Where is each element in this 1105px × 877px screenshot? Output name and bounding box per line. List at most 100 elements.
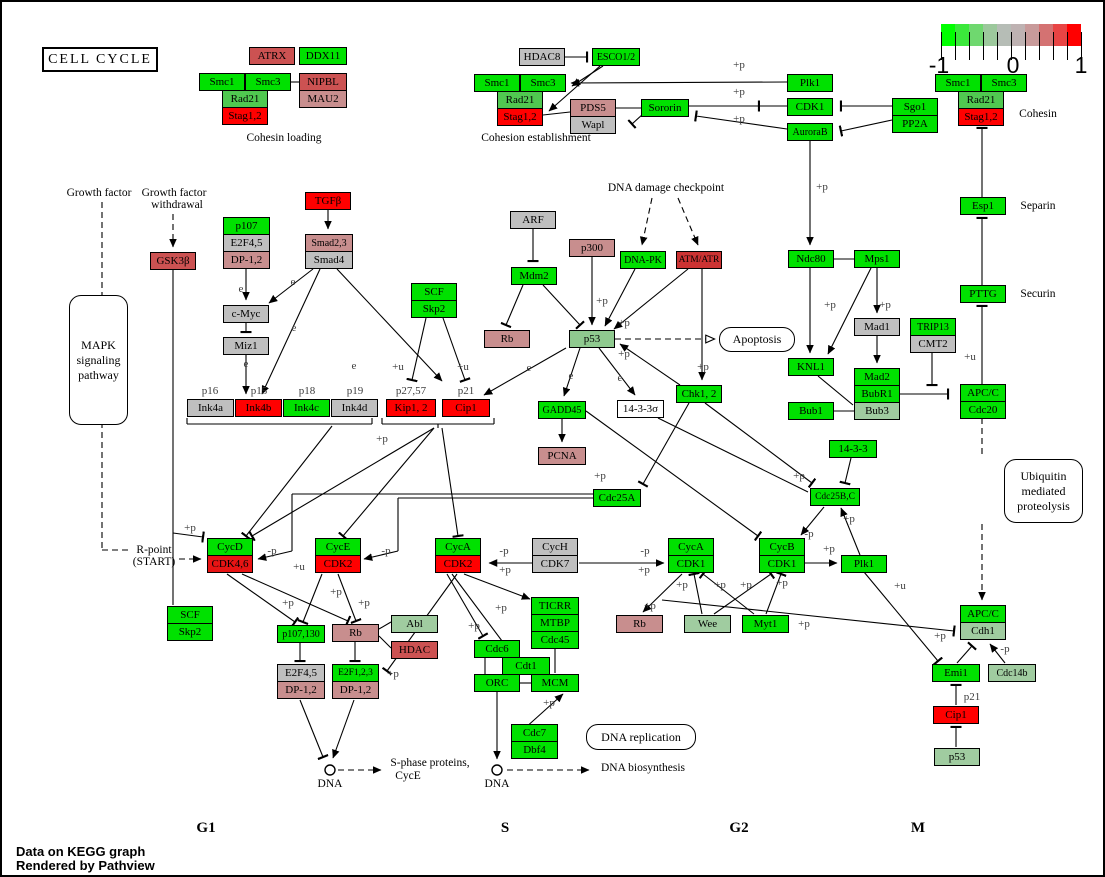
node-mcm[interactable]: MCM (531, 674, 579, 692)
node-sgo1[interactable]: Sgo1 (892, 98, 938, 116)
node-cip1[interactable]: Cip1 (933, 706, 979, 724)
node-rb[interactable]: Rb (484, 330, 530, 348)
node-mdm2[interactable]: Mdm2 (511, 267, 557, 285)
node-cdk1[interactable]: CDK1 (787, 98, 833, 116)
node-cip1[interactable]: Cip1 (442, 399, 490, 417)
node-apc-c[interactable]: APC/C (960, 384, 1006, 402)
node-abl[interactable]: Abl (391, 615, 438, 633)
node-trip13[interactable]: TRIP13 (910, 318, 956, 336)
node-ndc80[interactable]: Ndc80 (788, 250, 834, 268)
node-dp-1-2[interactable]: DP-1,2 (332, 681, 379, 699)
node-pds5[interactable]: PDS5 (570, 99, 616, 117)
node-nipbl[interactable]: NIPBL (299, 73, 347, 91)
node-rad21[interactable]: Rad21 (497, 91, 543, 109)
node-aurorab[interactable]: AuroraB (787, 123, 833, 141)
node-cdk2[interactable]: CDK2 (435, 555, 481, 573)
node-smc1[interactable]: Smc1 (935, 74, 981, 92)
node-ink4c[interactable]: Ink4c (283, 399, 330, 417)
node-sororin[interactable]: Sororin (641, 99, 689, 117)
node-p300[interactable]: p300 (569, 239, 615, 257)
node-atm-atr[interactable]: ATM/ATR (676, 251, 722, 269)
node-wee[interactable]: Wee (684, 615, 731, 633)
node-stag1-2[interactable]: Stag1,2 (222, 107, 268, 125)
node-p107[interactable]: p107 (223, 217, 270, 235)
node-dbf4[interactable]: Dbf4 (511, 741, 558, 759)
node-14-3-3[interactable]: 14-3-3σ (617, 400, 664, 418)
node-skp2[interactable]: Skp2 (411, 300, 457, 318)
node-smc1[interactable]: Smc1 (199, 73, 245, 91)
node-cdc7[interactable]: Cdc7 (511, 724, 558, 742)
node-dp-1-2[interactable]: DP-1,2 (277, 681, 325, 699)
node-knl1[interactable]: KNL1 (788, 358, 834, 376)
node-p107-130[interactable]: p107,130 (277, 625, 325, 643)
node-wapl[interactable]: Wapl (570, 116, 616, 134)
node-e2f4-5[interactable]: E2F4,5 (277, 664, 325, 682)
node-smad2-3[interactable]: Smad2,3 (305, 234, 353, 252)
node-cych[interactable]: CycH (532, 538, 578, 556)
node-rb[interactable]: Rb (616, 615, 663, 633)
node-dna-pk[interactable]: DNA-PK (620, 251, 666, 269)
node-cdk7[interactable]: CDK7 (532, 555, 578, 573)
node-mad1[interactable]: Mad1 (854, 318, 900, 336)
node-ddx11[interactable]: DDX11 (299, 47, 347, 65)
node-cycb[interactable]: CycB (759, 538, 805, 556)
node-cdk2[interactable]: CDK2 (315, 555, 361, 573)
node-miz1[interactable]: Miz1 (223, 337, 269, 355)
node-scf[interactable]: SCF (411, 283, 457, 301)
node-esco1-2[interactable]: ESCO1/2 (592, 48, 640, 66)
node-c-myc[interactable]: c-Myc (223, 305, 269, 323)
node-plk1[interactable]: Plk1 (841, 555, 887, 573)
node-cdc45[interactable]: Cdc45 (531, 631, 579, 649)
node-stag1-2[interactable]: Stag1,2 (497, 108, 543, 126)
node-rad21[interactable]: Rad21 (222, 90, 268, 108)
node-mps1[interactable]: Mps1 (854, 250, 900, 268)
node-cmt2[interactable]: CMT2 (910, 335, 956, 353)
node-smc3[interactable]: Smc3 (981, 74, 1027, 92)
node-gadd45[interactable]: GADD45 (538, 401, 586, 419)
node-cdc6[interactable]: Cdc6 (474, 640, 520, 658)
node-stag1-2[interactable]: Stag1,2 (958, 108, 1004, 126)
node-gsk3[interactable]: GSK3β (150, 252, 196, 270)
node-bub1[interactable]: Bub1 (788, 402, 834, 420)
node-bub3[interactable]: Bub3 (854, 402, 900, 420)
node-arf[interactable]: ARF (510, 211, 556, 229)
node-cyca[interactable]: CycA (435, 538, 481, 556)
node-atrx[interactable]: ATRX (249, 47, 295, 65)
node-pp2a[interactable]: PP2A (892, 115, 938, 133)
node-ink4b[interactable]: Ink4b (235, 399, 282, 417)
node-hdac[interactable]: HDAC (391, 641, 438, 659)
node-orc[interactable]: ORC (474, 674, 520, 692)
node-kip1-2[interactable]: Kip1, 2 (386, 399, 436, 417)
node-ticrr[interactable]: TICRR (531, 597, 579, 615)
node-smc3[interactable]: Smc3 (520, 74, 566, 92)
node-smc1[interactable]: Smc1 (474, 74, 520, 92)
node-p53[interactable]: p53 (569, 330, 615, 348)
node-apc-c[interactable]: APC/C (960, 605, 1006, 623)
node-smad4[interactable]: Smad4 (305, 251, 353, 269)
node-myt1[interactable]: Myt1 (742, 615, 789, 633)
node-cdk1[interactable]: CDK1 (668, 555, 714, 573)
node-rad21[interactable]: Rad21 (958, 91, 1004, 109)
node-dp-1-2[interactable]: DP-1,2 (223, 251, 270, 269)
node-bubr1[interactable]: BubR1 (854, 385, 900, 403)
node-cdc25a[interactable]: Cdc25A (593, 489, 641, 507)
node-14-3-3[interactable]: 14-3-3 (829, 440, 877, 458)
node-cdk4-6[interactable]: CDK4,6 (207, 555, 253, 573)
node-cdc25b-c[interactable]: Cdc25B,C (810, 488, 860, 506)
node-cyca[interactable]: CycA (668, 538, 714, 556)
node-ink4d[interactable]: Ink4d (331, 399, 378, 417)
node-cdt1[interactable]: Cdt1 (502, 657, 550, 675)
node-pcna[interactable]: PCNA (538, 447, 586, 465)
node-mau2[interactable]: MAU2 (299, 90, 347, 108)
node-mtbp[interactable]: MTBP (531, 614, 579, 632)
node-pttg[interactable]: PTTG (960, 285, 1006, 303)
node-plk1[interactable]: Plk1 (787, 74, 833, 92)
node-hdac8[interactable]: HDAC8 (519, 48, 565, 66)
node-e2f1-2-3[interactable]: E2F1,2,3 (332, 664, 379, 682)
node-emi1[interactable]: Emi1 (932, 664, 980, 682)
node-cycd[interactable]: CycD (207, 538, 253, 556)
node-smc3[interactable]: Smc3 (245, 73, 291, 91)
node-cyce[interactable]: CycE (315, 538, 361, 556)
node-cdh1[interactable]: Cdh1 (960, 622, 1006, 640)
node-mad2[interactable]: Mad2 (854, 368, 900, 386)
